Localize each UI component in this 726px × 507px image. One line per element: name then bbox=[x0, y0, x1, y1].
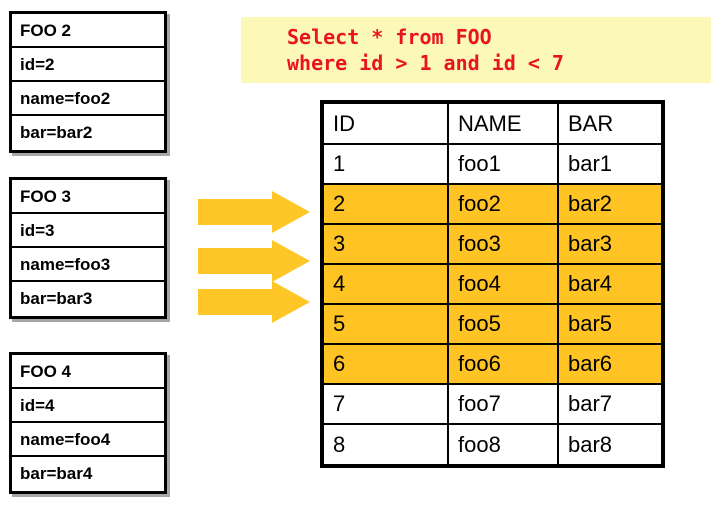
table-cell-id: 7 bbox=[324, 383, 449, 425]
table-cell-id: 1 bbox=[324, 143, 449, 185]
table-cell-id: 2 bbox=[324, 183, 449, 225]
table-cell-bar: bar8 bbox=[557, 423, 661, 464]
table-cell-id: 4 bbox=[324, 263, 449, 305]
table-cell-name: foo8 bbox=[447, 423, 559, 464]
column-header-bar: BAR bbox=[557, 104, 661, 145]
foo-record-field-id: id=3 bbox=[12, 214, 164, 248]
table-cell-bar: bar5 bbox=[557, 303, 661, 345]
table-cell-bar: bar7 bbox=[557, 383, 661, 425]
foo-record-title: FOO 4 bbox=[12, 355, 164, 389]
table-cell-id: 6 bbox=[324, 343, 449, 385]
table-cell-id: 5 bbox=[324, 303, 449, 345]
table-cell-bar: bar2 bbox=[557, 183, 661, 225]
foo-record-field-name: name=foo3 bbox=[12, 248, 164, 282]
table-cell-name: foo3 bbox=[447, 223, 559, 265]
column-header-name: NAME bbox=[447, 104, 559, 145]
foo-record-field-name: name=foo2 bbox=[12, 82, 164, 116]
table-cell-name: foo1 bbox=[447, 143, 559, 185]
right-arrow-icon bbox=[198, 191, 310, 233]
table-cell-name: foo7 bbox=[447, 383, 559, 425]
foo-record-field-name: name=foo4 bbox=[12, 423, 164, 457]
right-arrow-icon bbox=[198, 281, 310, 323]
table-cell-bar: bar4 bbox=[557, 263, 661, 305]
right-arrow-icon bbox=[198, 240, 310, 282]
foo-record-title: FOO 2 bbox=[12, 14, 164, 48]
table-cell-id: 8 bbox=[324, 423, 449, 464]
table-cell-name: foo6 bbox=[447, 343, 559, 385]
table-cell-id: 3 bbox=[324, 223, 449, 265]
table-cell-bar: bar1 bbox=[557, 143, 661, 185]
foo-record-field-bar: bar=bar3 bbox=[20, 289, 93, 308]
table-cell-name: foo4 bbox=[447, 263, 559, 305]
foo-record-field-bar: bar=bar2 bbox=[20, 123, 93, 142]
table-cell-bar: bar6 bbox=[557, 343, 661, 385]
foo-record-card: FOO 2 id=2 name=foo2 bar=bar2 bbox=[9, 11, 167, 153]
foo-record-card: FOO 4 id=4 name=foo4 bar=bar4 bbox=[9, 352, 167, 494]
table-cell-name: foo2 bbox=[447, 183, 559, 225]
sql-query-callout: Select * from FOO where id > 1 and id < … bbox=[241, 17, 711, 83]
foo-record-field-id: id=4 bbox=[12, 389, 164, 423]
table-header-row: ID NAME BAR bbox=[324, 104, 661, 145]
sql-query-line-2: where id > 1 and id < 7 bbox=[287, 51, 564, 75]
foo-record-card: FOO 3 id=3 name=foo3 bar=bar3 bbox=[9, 177, 167, 319]
table-cell-bar: bar3 bbox=[557, 223, 661, 265]
foo-record-field-id: id=2 bbox=[12, 48, 164, 82]
foo-record-field-bar: bar=bar4 bbox=[20, 464, 93, 483]
sql-query-line-1: Select * from FOO bbox=[287, 25, 492, 49]
table-cell-name: foo5 bbox=[447, 303, 559, 345]
foo-record-title: FOO 3 bbox=[12, 180, 164, 214]
column-header-id: ID bbox=[324, 104, 449, 145]
